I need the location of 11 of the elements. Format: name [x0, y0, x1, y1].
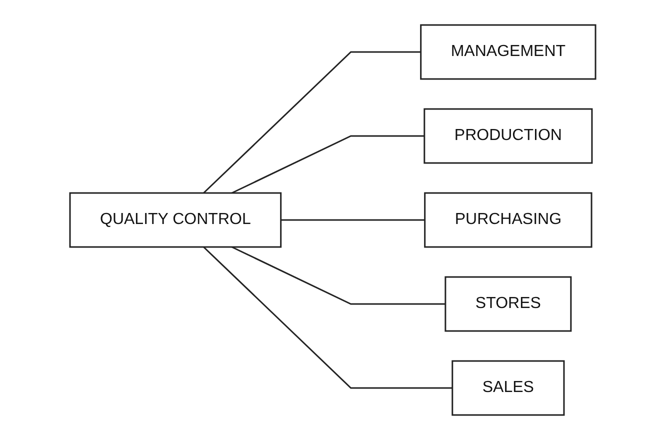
node-box: STORES	[444, 276, 572, 332]
node-box: QUALITY CONTROL	[69, 192, 282, 248]
connector	[232, 246, 446, 304]
connector	[232, 134, 425, 194]
connector	[203, 50, 422, 194]
connector	[203, 246, 453, 388]
node-box: PRODUCTION	[424, 108, 593, 164]
connector	[281, 218, 426, 220]
node-box: PURCHASING	[424, 192, 592, 248]
node-box: SALES	[452, 360, 565, 416]
node-box: MANAGEMENT	[420, 24, 596, 80]
